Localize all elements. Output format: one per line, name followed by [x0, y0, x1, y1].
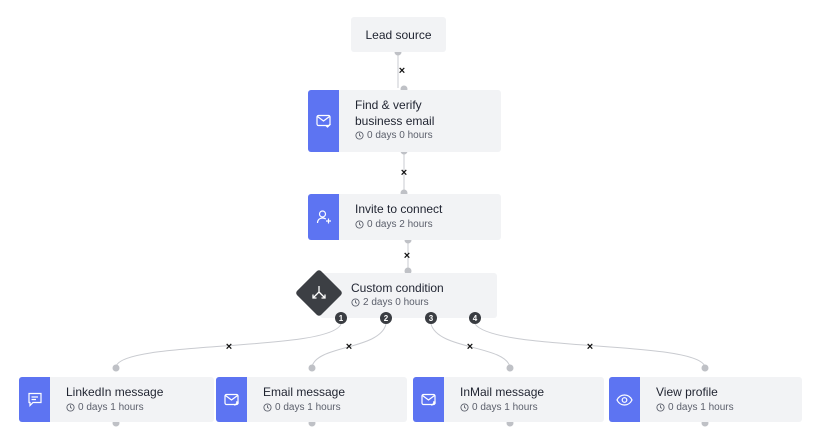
step-title: Custom condition — [351, 281, 444, 295]
step-delay-text: 0 days 0 hours — [367, 130, 433, 141]
step-delay: 0 days 0 hours — [355, 130, 433, 141]
step-delay: 0 days 1 hours — [66, 402, 144, 413]
remove-connection-button[interactable]: × — [400, 167, 408, 179]
step-delay: 0 days 1 hours — [263, 402, 341, 413]
eye-icon — [609, 377, 640, 422]
clock-icon — [263, 403, 272, 412]
remove-connection-button[interactable]: × — [586, 341, 594, 353]
clock-icon — [656, 403, 665, 412]
inmail-message-step[interactable]: InMail message 0 days 1 hours — [413, 377, 604, 422]
split-arrows-icon — [312, 286, 326, 299]
view-profile-step[interactable]: View profile 0 days 1 hours — [609, 377, 802, 422]
step-delay-text: 0 days 1 hours — [472, 402, 538, 413]
step-delay-text: 0 days 2 hours — [367, 219, 433, 230]
step-delay: 0 days 1 hours — [656, 402, 734, 413]
clock-icon — [66, 403, 75, 412]
linkedin-message-step[interactable]: LinkedIn message 0 days 1 hours — [19, 377, 214, 422]
step-delay: 0 days 2 hours — [355, 219, 433, 230]
remove-connection-button[interactable]: × — [403, 250, 411, 262]
remove-connection-button[interactable]: × — [398, 65, 406, 77]
step-title: business email — [355, 114, 435, 128]
clock-icon — [355, 220, 364, 229]
step-delay-text: 0 days 1 hours — [275, 402, 341, 413]
branch-number-badge: 2 — [380, 312, 392, 324]
lead-source-node[interactable]: Lead source — [351, 17, 446, 52]
remove-connection-button[interactable]: × — [345, 341, 353, 353]
clock-icon — [355, 131, 364, 140]
invite-to-connect-step[interactable]: Invite to connect 0 days 2 hours — [308, 194, 501, 240]
branch-number-badge: 4 — [469, 312, 481, 324]
step-title: InMail message — [460, 385, 545, 399]
step-delay: 2 days 0 hours — [351, 297, 429, 308]
remove-connection-button[interactable]: × — [225, 341, 233, 353]
branch-number-badge: 1 — [335, 312, 347, 324]
step-title: Email message — [263, 385, 346, 399]
clock-icon — [460, 403, 469, 412]
user-plus-icon — [308, 194, 339, 240]
remove-connection-button[interactable]: × — [466, 341, 474, 353]
branch-number-badge: 3 — [425, 312, 437, 324]
mail-check-icon — [308, 90, 339, 152]
lead-source-label: Lead source — [365, 27, 432, 42]
custom-condition-step[interactable]: Custom condition 2 days 0 hours — [320, 273, 497, 318]
step-title: LinkedIn message — [66, 385, 164, 399]
step-title: Invite to connect — [355, 202, 443, 216]
find-verify-email-step[interactable]: Find & verify business email 0 days 0 ho… — [308, 90, 501, 152]
step-delay-text: 0 days 1 hours — [668, 402, 734, 413]
step-delay-text: 0 days 1 hours — [78, 402, 144, 413]
step-title: View profile — [656, 385, 718, 399]
step-delay-text: 2 days 0 hours — [363, 297, 429, 308]
mail-icon — [216, 377, 247, 422]
mail-icon — [413, 377, 444, 422]
step-delay: 0 days 1 hours — [460, 402, 538, 413]
step-title: Find & verify — [355, 98, 422, 112]
message-icon — [19, 377, 50, 422]
clock-icon — [351, 298, 360, 307]
email-message-step[interactable]: Email message 0 days 1 hours — [216, 377, 407, 422]
